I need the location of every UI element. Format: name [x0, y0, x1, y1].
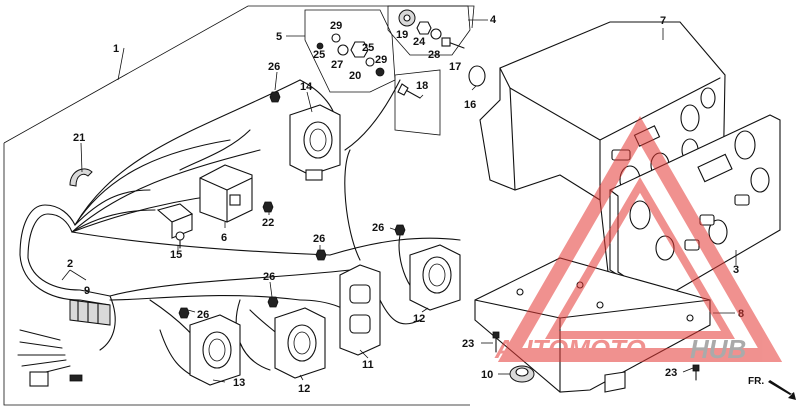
cable-clamp-21 [69, 168, 93, 187]
leader-lines [61, 19, 737, 383]
callout-25-right: 25 [362, 42, 374, 54]
callout-10: 10 [481, 369, 493, 381]
receptacle-14 [289, 104, 341, 181]
assembly-outline-bottom [3, 143, 470, 406]
svg-text:AUTOMOTO: AUTOMOTO [494, 334, 646, 364]
callout-4: 4 [490, 14, 497, 26]
callout-3: 3 [733, 264, 739, 276]
o-ring-16 [468, 65, 486, 87]
harness-connector [17, 299, 111, 387]
callout-15: 15 [170, 249, 182, 261]
callout-26-top: 26 [268, 61, 280, 73]
callout-5: 5 [276, 31, 282, 43]
callout-17: 17 [449, 61, 461, 73]
callout-23-right: 23 [665, 367, 677, 379]
callout-16: 16 [464, 99, 476, 111]
callout-20: 20 [349, 70, 361, 82]
callout-27: 27 [331, 59, 343, 71]
screw-26-c [394, 224, 406, 236]
watermark-logo: AUTOMOTO HUB [494, 116, 783, 364]
callout-12-lower: 12 [298, 383, 310, 395]
callout-21: 21 [73, 132, 85, 144]
assembly-outline [3, 5, 475, 144]
callout-11: 11 [362, 359, 374, 371]
callout-9: 9 [84, 285, 90, 297]
receptacle-12-lower [274, 307, 326, 379]
screw-26-a [269, 91, 281, 103]
screw-26-b [315, 249, 327, 261]
callout-22: 22 [262, 217, 274, 229]
hardware-box-18 [394, 69, 441, 136]
callout-6: 6 [221, 232, 227, 244]
callout-26-right: 26 [372, 222, 384, 234]
callout-23-left: 23 [462, 338, 474, 350]
screw-23-right [692, 364, 700, 381]
callout-7: 7 [660, 15, 666, 27]
callout-13: 13 [233, 377, 245, 389]
callout-14: 14 [300, 81, 313, 93]
callout-12-right: 12 [413, 313, 425, 325]
callout-29-right: 29 [375, 54, 387, 66]
callout-1: 1 [113, 43, 119, 55]
screw-23-left [492, 331, 500, 353]
screw-26-e [178, 307, 190, 319]
callout-19: 19 [396, 29, 408, 41]
callout-29-top: 29 [330, 20, 342, 32]
callout-26-left: 26 [197, 309, 209, 321]
callout-18: 18 [416, 80, 428, 92]
circuit-breaker-6 [199, 164, 253, 223]
callout-26-mid: 26 [313, 233, 325, 245]
bolt-18 [397, 83, 421, 99]
toggle-switch-15 [156, 203, 194, 249]
front-label: FR. [748, 376, 764, 387]
grommet-10 [509, 365, 535, 383]
hardware-box-4 [387, 5, 471, 56]
hardware-small-parts [316, 33, 385, 77]
hardware-nuts [398, 9, 465, 49]
receptacle-13 [189, 314, 241, 386]
screw-26-d [267, 296, 279, 308]
front-direction-indicator: FR. [748, 376, 796, 400]
callout-26-lower: 26 [263, 271, 275, 283]
receptacle-12-upper [409, 244, 461, 311]
svg-text:HUB: HUB [690, 334, 746, 364]
callout-24: 24 [413, 36, 426, 48]
screw-22 [262, 201, 274, 213]
callout-25-left: 25 [313, 49, 325, 61]
duplex-receptacle-11 [339, 264, 381, 356]
callout-2: 2 [67, 258, 73, 270]
callout-28: 28 [428, 49, 440, 61]
hardware-box-5 [304, 9, 396, 93]
